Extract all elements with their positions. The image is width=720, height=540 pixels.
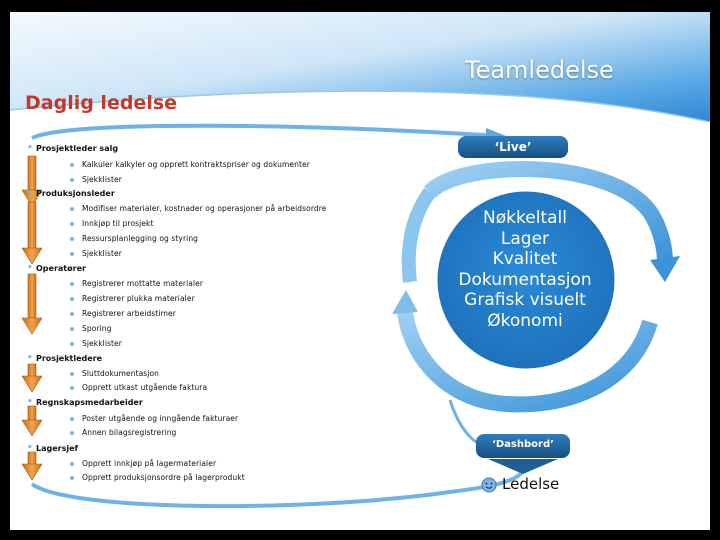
ledelse-label: Ledelse — [502, 475, 560, 493]
task-item: Poster utgående og inngående fakturaer — [69, 414, 239, 423]
role-heading: Prosjektleder salg — [27, 143, 118, 153]
live-pill — [458, 136, 568, 158]
task-item: Opprett produksjonsordre på lagerprodukt — [70, 473, 245, 482]
kpi-item: Kvalitet — [492, 249, 558, 269]
kpi-item: Dokumentasjon — [458, 269, 592, 290]
role-list: Prosjektleder salg Kalkuler kalkyler og … — [10, 12, 710, 530]
arrow-down-icon — [21, 273, 43, 335]
task-item: Registrerer plukka materialer — [70, 294, 195, 303]
role-heading: Operatører — [27, 263, 86, 273]
kpi-item: Grafisk visuelt — [464, 290, 586, 310]
smiley-icon — [481, 477, 497, 493]
arrow-down-icon — [21, 405, 43, 437]
arrow-down-icon — [21, 201, 43, 265]
role-heading: Regnskapsmedarbeider — [27, 397, 143, 407]
slide-title: Teamledelse — [465, 56, 614, 84]
task-item: Registrerer mottatte materialer — [69, 279, 204, 288]
task-item: Sjekklister — [70, 249, 122, 258]
slide: Teamledelse Daglig ledelse — [10, 12, 710, 530]
task-item: Innkjøp til prosjekt — [70, 219, 154, 228]
task-item: Sjekklister — [70, 339, 122, 348]
header-banner — [10, 12, 710, 122]
task-item: Opprett utkast utgående faktura — [69, 383, 208, 392]
kpi-item: Økonomi — [487, 310, 563, 331]
task-item: Sporing — [70, 324, 112, 333]
kpi-circle — [434, 188, 618, 372]
role-heading: Lagersjef — [27, 443, 78, 453]
dashboard-label: ‘Dashbord’ — [492, 439, 554, 450]
role-heading: Produksjonsleder — [27, 188, 115, 198]
task-item: Opprett innkjøp på lagermaterialer — [69, 459, 217, 468]
task-item: Registrerer arbeidstimer — [70, 309, 176, 318]
arrow-down-icon — [21, 363, 43, 393]
task-item: Sjekklister — [70, 175, 122, 184]
arrow-down-icon — [488, 459, 558, 474]
arrow-down-icon — [21, 451, 43, 481]
role-heading: Prosjektledere — [27, 353, 102, 363]
kpi-list: Nøkkeltall Lager Kvalitet Dokumentasjon … — [430, 208, 620, 331]
task-item: Ressursplanlegging og styring — [69, 234, 199, 243]
kpi-item: Lager — [500, 228, 550, 249]
task-item: Sluttdokumentasjon — [69, 369, 160, 378]
kpi-item: Nøkkeltall — [483, 208, 567, 228]
task-item: Modifiser materialer, kostnader og opera… — [69, 204, 327, 213]
dashboard-pill — [476, 434, 570, 458]
cycle-arrows — [392, 161, 680, 413]
task-item: Annen bilagsregistrering — [69, 428, 177, 437]
flow-diagram — [21, 123, 680, 509]
task-item: Kalkuler kalkyler og opprett kontraktspr… — [70, 160, 310, 169]
live-label: ‘Live’ — [494, 140, 532, 154]
slide-subtitle: Daglig ledelse — [25, 92, 178, 114]
